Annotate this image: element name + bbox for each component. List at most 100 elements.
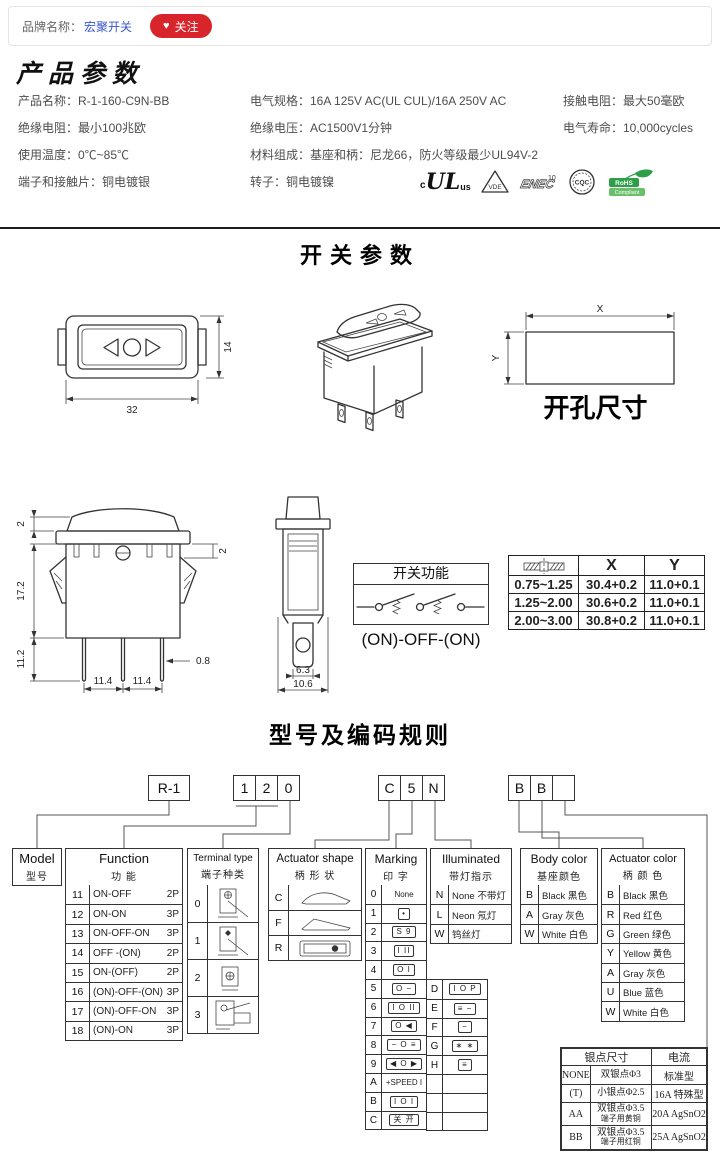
dim-label: 32 (126, 405, 138, 416)
dim-label: X (597, 304, 604, 315)
table-row (427, 1092, 487, 1112)
product-params-title: 产品参数 (16, 59, 145, 88)
terminal-wide-lug-icon (215, 1000, 251, 1029)
terminal-table-header: Terminal type 端子种类 (187, 848, 259, 886)
table-row: 1 (188, 922, 258, 959)
table-row: A +SPEED I (366, 1072, 426, 1092)
section-divider (0, 227, 720, 229)
table-row: 12 ON-ON 3P (66, 904, 182, 924)
table-row: 7 O ◀ (366, 1016, 426, 1036)
xy-header-y: Y (644, 555, 705, 576)
code-digit: B (508, 775, 531, 801)
code-digit: 0 (277, 775, 300, 801)
switch-function-circuit (356, 593, 485, 615)
svg-text:10: 10 (548, 175, 556, 182)
code-digit: 5 (400, 775, 423, 801)
dim-label: 11.4 (133, 676, 152, 687)
table-row: 11 ON-OFF 2P (66, 885, 182, 905)
dim-label: Y (491, 354, 502, 361)
table-row: 16 (ON)-OFF-(ON) 3P (66, 981, 182, 1002)
vde-certification-icon: VDE (481, 170, 509, 193)
follow-button[interactable]: ♥ 关注 (150, 14, 212, 38)
param-line: 产品名称：R-1-160-C9N-BB (18, 94, 170, 108)
dim-label: 2 (16, 521, 27, 527)
heart-icon: ♥ (163, 19, 170, 32)
terminal-solder-screw-icon (218, 888, 249, 918)
table-row: 14 OFF -(ON) 2P (66, 943, 182, 963)
table-row: 8 − O ≡ (366, 1035, 426, 1055)
table-row: Y Yellow 黄色 (602, 943, 684, 963)
param-line: 材料组成：基座和柄：尼龙66，防火等级最少UL94V-2 (250, 148, 539, 162)
switch-params-title: 开关参数 (299, 243, 420, 268)
actuator-color-table-header: Actuator color 柄 颜 色 (601, 848, 685, 886)
table-row: 18 (ON)-ON 3P (66, 1020, 182, 1041)
table-row: 13 ON-OFF-ON 3P (66, 923, 182, 944)
panel-thickness-icon (523, 557, 564, 574)
code-digit: 2 (255, 775, 278, 801)
table-row: 1 • (366, 903, 426, 923)
marking-table: 0 None 1 • 2 S 9 3 I II 4 O I (365, 885, 427, 1131)
rohs-certification-icon: RoHS Compliant (608, 169, 653, 196)
table-row: R Red 红色 (602, 904, 684, 924)
table-row: W White 白色 (521, 923, 597, 944)
profile-view-drawing: 6.3 10.6 (275, 496, 331, 693)
code-digit: N (422, 775, 445, 801)
isometric-view-drawing (317, 303, 433, 432)
table-row: U Blue 蓝色 (602, 981, 684, 1002)
table-row (427, 1073, 487, 1093)
table-row: 2 (188, 959, 258, 996)
arrow-left-glyph (103, 338, 119, 357)
svg-text:ENEC: ENEC (519, 177, 555, 191)
table-row: A Gray 灰色 (521, 904, 597, 924)
shape-paddle-icon (299, 940, 351, 956)
marking-table-header: Marking 印 字 (365, 848, 427, 886)
silver-table: 银点尺寸 电流 NONE 双银点Φ3 标准型 (T) 小银点Φ2.5 16A 特… (560, 1047, 709, 1151)
table-row: F − (427, 1017, 487, 1037)
param-line: 电气规格：16A 125V AC(UL CUL)/16A 250V AC (250, 94, 507, 108)
svg-text:CQC: CQC (575, 180, 590, 187)
arrow-right-glyph (145, 338, 161, 357)
code-group-suffix: B B (508, 775, 575, 801)
table-row: E ≡ − (427, 998, 487, 1018)
terminal-table: 0 1 2 3 (187, 885, 259, 1034)
silver-header-current: 电流 (650, 1047, 708, 1066)
side-view-drawing: 2 2 17.2 11.2 11.4 11.4 0.8 (16, 508, 229, 693)
dim-label: 6.3 (296, 665, 310, 676)
table-row (427, 1111, 487, 1131)
table-row: D I O P (427, 980, 487, 999)
body-color-table: B Black 黑色 A Gray 灰色 W White 白色 (520, 885, 598, 945)
function-table: 11 ON-OFF 2P 12 ON-ON 3P 13 ON-OFF-ON 3P… (65, 885, 183, 1042)
dim-label: 17.2 (16, 581, 27, 601)
model-table: Model 型号 (12, 848, 62, 886)
code-group-mid: C 5 N (378, 775, 445, 801)
table-row: N None 不带灯 (431, 885, 511, 905)
param-line: 端子和接触片：铜电镀银 (18, 175, 151, 189)
table-row: 6 I O II (366, 997, 426, 1017)
circle-glyph (122, 338, 142, 357)
brand-link[interactable]: 宏聚开关 (84, 19, 133, 34)
param-line: 绝缘电阻：最小100兆欧 (18, 121, 147, 135)
shape-curved-rocker-icon (301, 892, 351, 905)
table-row: (T) 小银点Φ2.5 16A 特殊型 (560, 1084, 708, 1103)
shape-table: C F R (268, 885, 362, 961)
coding-title: 型号及编码规则 (269, 722, 451, 748)
code-digit: 1 (233, 775, 256, 801)
dim-label: 0.8 (196, 656, 210, 667)
code-digit (552, 775, 575, 801)
illuminated-table-header: Illuminated 带灯指示 (430, 848, 512, 886)
table-row: C (269, 885, 361, 910)
table-row: 9 ◀ O ▶ (366, 1054, 426, 1073)
terminal-short-icon (221, 966, 239, 990)
code-digit: C (378, 775, 401, 801)
table-row: NONE 双银点Φ3 标准型 (560, 1065, 708, 1085)
table-row: 17 (ON)-OFF-ON 3P (66, 1001, 182, 1021)
table-row: 0 (188, 885, 258, 922)
